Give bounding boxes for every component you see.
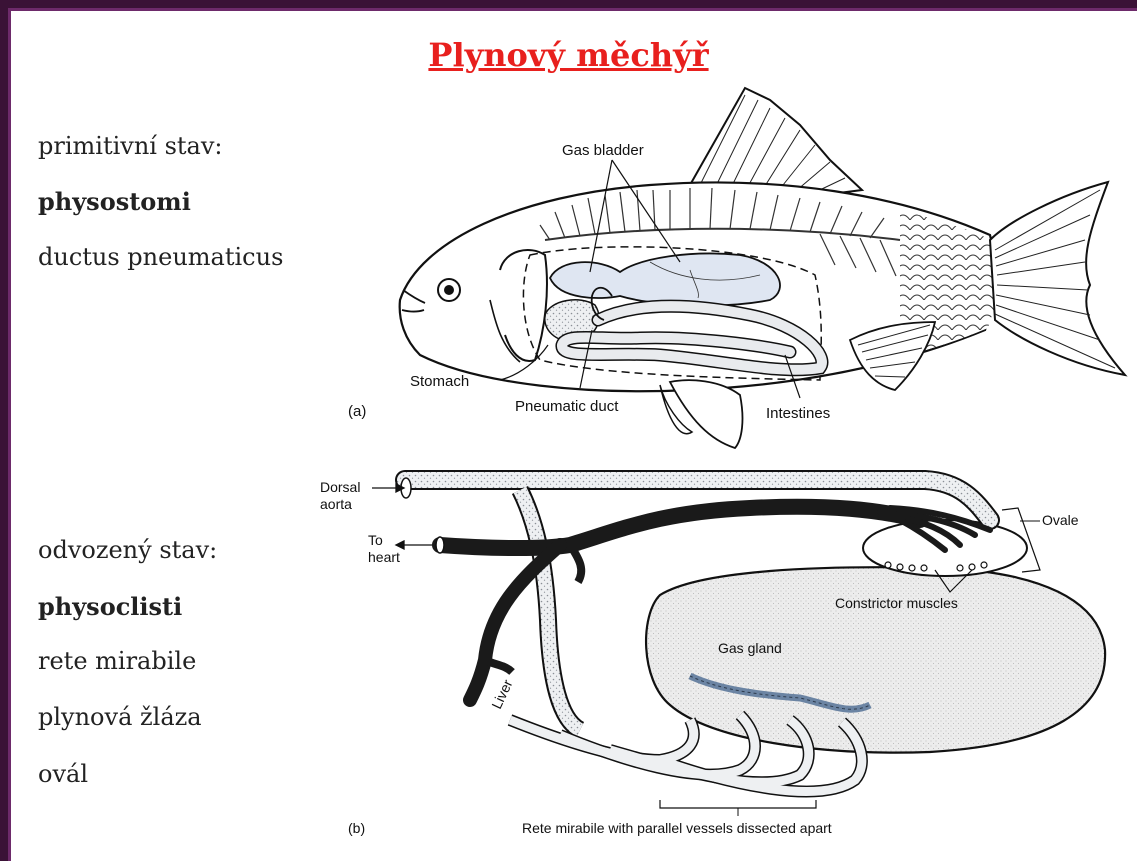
label-intestines: Intestines — [766, 405, 830, 422]
label-gas-gland: Gas gland — [718, 640, 782, 656]
label-stomach: Stomach — [410, 373, 469, 390]
label-panel-a: (a) — [348, 403, 366, 420]
pectoral-fin — [670, 380, 742, 448]
label-to-heart-1: To — [368, 532, 383, 548]
label-to-heart-2: heart — [368, 549, 400, 565]
label-gas-bladder: Gas bladder — [562, 142, 644, 159]
label-ovale: Ovale — [1042, 512, 1079, 528]
label-dorsal-1: Dorsal — [320, 479, 360, 495]
vein-to-heart — [440, 507, 920, 548]
label-rete-caption: Rete mirabile with parallel vessels diss… — [522, 820, 832, 836]
label-constrictor-muscles: Constrictor muscles — [835, 595, 958, 611]
label-liver: Liver — [488, 677, 515, 712]
caudal-fin — [990, 182, 1125, 375]
fish-diagram: Gas bladder Stomach Pneumatic duct Intes… — [348, 88, 1125, 448]
label-panel-b: (b) — [348, 820, 365, 836]
label-dorsal-2: aorta — [320, 496, 352, 512]
gas-bladder-organ — [550, 254, 780, 306]
circulation-diagram: Dorsal aorta To heart Ovale Constrictor … — [320, 478, 1105, 836]
label-pneumatic-duct: Pneumatic duct — [515, 398, 619, 415]
